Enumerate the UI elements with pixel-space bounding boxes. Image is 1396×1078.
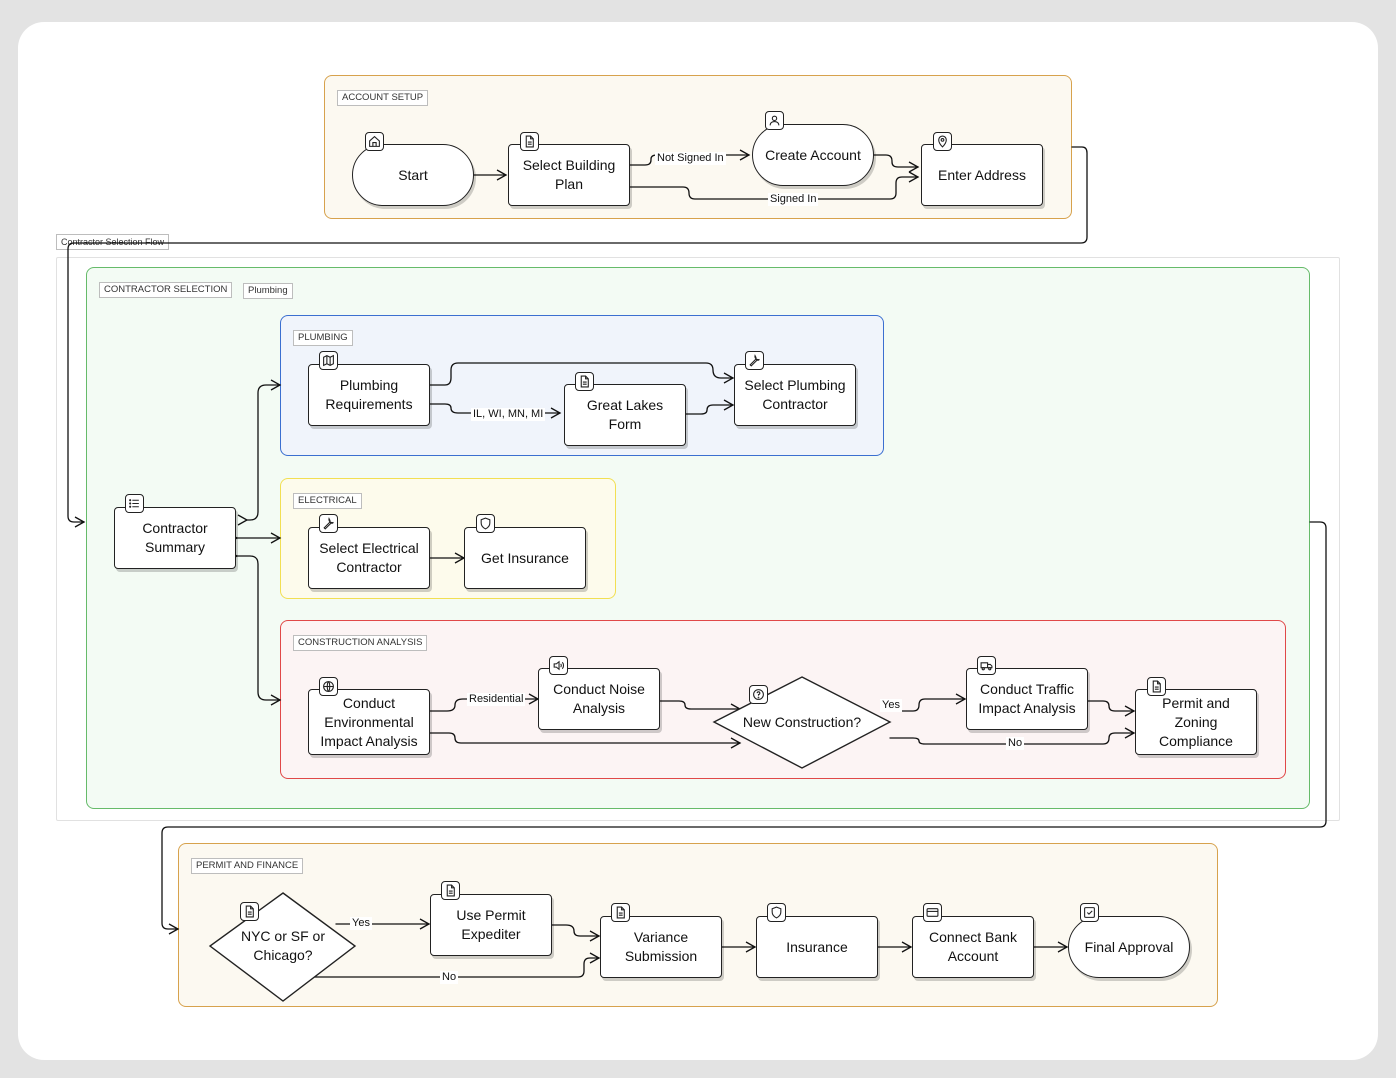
plumbing-tag: PLUMBING [293, 330, 353, 346]
wrench-icon [319, 514, 338, 533]
document-icon [441, 881, 460, 900]
insurance-label: Insurance [786, 938, 848, 955]
select-building-plan-label: Select Building Plan [522, 157, 616, 192]
document-icon [520, 132, 539, 151]
contractor-selection-subtag: Plumbing [243, 283, 293, 299]
label-yes-construction: Yes [880, 699, 902, 712]
variance-submission-label: Variance Submission [624, 929, 698, 964]
create-account-label: Create Account [765, 146, 861, 163]
new-construction-label: New Construction? [742, 713, 862, 730]
shield-icon [476, 514, 495, 533]
globe-icon [319, 677, 338, 696]
electrical-tag: ELECTRICAL [293, 493, 362, 509]
plumbing-requirements-node[interactable]: Plumbing Requirements [308, 364, 430, 426]
select-electrical-contractor-label: Select Electrical Contractor [319, 540, 419, 575]
account-setup-tag: ACCOUNT SETUP [337, 90, 429, 106]
final-approval-node[interactable]: Final Approval [1068, 916, 1190, 978]
get-insurance-node[interactable]: Get Insurance [464, 527, 586, 589]
connect-bank-label: Connect Bank Account [929, 929, 1017, 964]
enter-address-node[interactable]: Enter Address [921, 144, 1043, 206]
conduct-noise-label: Conduct Noise Analysis [553, 681, 645, 716]
insurance-node[interactable]: Insurance [756, 916, 878, 978]
map-icon [319, 351, 338, 370]
start-node[interactable]: Start [352, 144, 474, 206]
permit-zoning-node[interactable]: Permit and Zoning Compliance [1135, 689, 1257, 755]
nyc-sf-chicago-label: NYC or SF or Chicago? [240, 928, 325, 963]
great-lakes-form-node[interactable]: Great Lakes Form [564, 384, 686, 446]
label-not-signed-in: Not Signed In [655, 152, 726, 165]
permit-finance-tag: PERMIT AND FINANCE [191, 858, 304, 874]
conduct-noise-node[interactable]: Conduct Noise Analysis [538, 668, 660, 730]
shield-icon [767, 903, 786, 922]
conduct-environmental-node[interactable]: Conduct Environmental Impact Analysis [308, 689, 430, 755]
conduct-environmental-label: Conduct Environmental Impact Analysis [320, 694, 418, 749]
label-residential: Residential [467, 693, 526, 706]
label-yes-city: Yes [350, 917, 372, 930]
select-building-plan-node[interactable]: Select Building Plan [508, 144, 630, 206]
get-insurance-label: Get Insurance [481, 549, 569, 566]
diagram-canvas: ACCOUNT SETUP Contractor Selection Flow … [18, 22, 1378, 1060]
contractor-flow-tag: Contractor Selection Flow [56, 234, 170, 250]
conduct-traffic-node[interactable]: Conduct Traffic Impact Analysis [966, 668, 1088, 730]
variance-submission-node[interactable]: Variance Submission [600, 916, 722, 978]
user-icon [765, 111, 784, 130]
label-great-lakes-states: IL, WI, MN, MI [471, 408, 546, 421]
label-signed-in: Signed In [768, 193, 819, 206]
start-label: Start [398, 166, 428, 183]
help-circle-icon [749, 685, 768, 704]
check-square-icon [1080, 903, 1099, 922]
label-no-city: No [440, 971, 459, 984]
select-plumbing-contractor-node[interactable]: Select Plumbing Contractor [734, 364, 856, 426]
select-electrical-contractor-node[interactable]: Select Electrical Contractor [308, 527, 430, 589]
credit-card-icon [923, 903, 942, 922]
connect-bank-node[interactable]: Connect Bank Account [912, 916, 1034, 978]
contractor-summary-label: Contractor Summary [142, 520, 208, 555]
construction-analysis-tag: CONSTRUCTION ANALYSIS [293, 635, 428, 651]
contractor-summary-node[interactable]: Contractor Summary [114, 507, 236, 569]
truck-icon [977, 656, 996, 675]
final-approval-label: Final Approval [1084, 938, 1174, 955]
use-permit-expediter-label: Use Permit Expediter [456, 907, 526, 942]
home-icon [365, 132, 384, 151]
map-pin-icon [933, 132, 952, 151]
document-icon [575, 372, 594, 391]
create-account-node[interactable]: Create Account [752, 124, 874, 186]
document-icon [1147, 677, 1166, 696]
wrench-icon [745, 351, 764, 370]
list-icon [125, 494, 144, 513]
enter-address-label: Enter Address [938, 166, 1026, 183]
conduct-traffic-label: Conduct Traffic Impact Analysis [978, 681, 1076, 716]
great-lakes-form-label: Great Lakes Form [586, 397, 664, 432]
label-no-construction: No [1006, 737, 1025, 750]
use-permit-expediter-node[interactable]: Use Permit Expediter [430, 894, 552, 956]
plumbing-requirements-label: Plumbing Requirements [325, 377, 413, 412]
permit-zoning-label: Permit and Zoning Compliance [1159, 694, 1233, 749]
speaker-icon [549, 656, 568, 675]
document-icon [240, 902, 259, 921]
select-plumbing-contractor-label: Select Plumbing Contractor [744, 377, 846, 412]
document-icon [611, 903, 630, 922]
contractor-selection-tag: CONTRACTOR SELECTION [99, 282, 233, 298]
